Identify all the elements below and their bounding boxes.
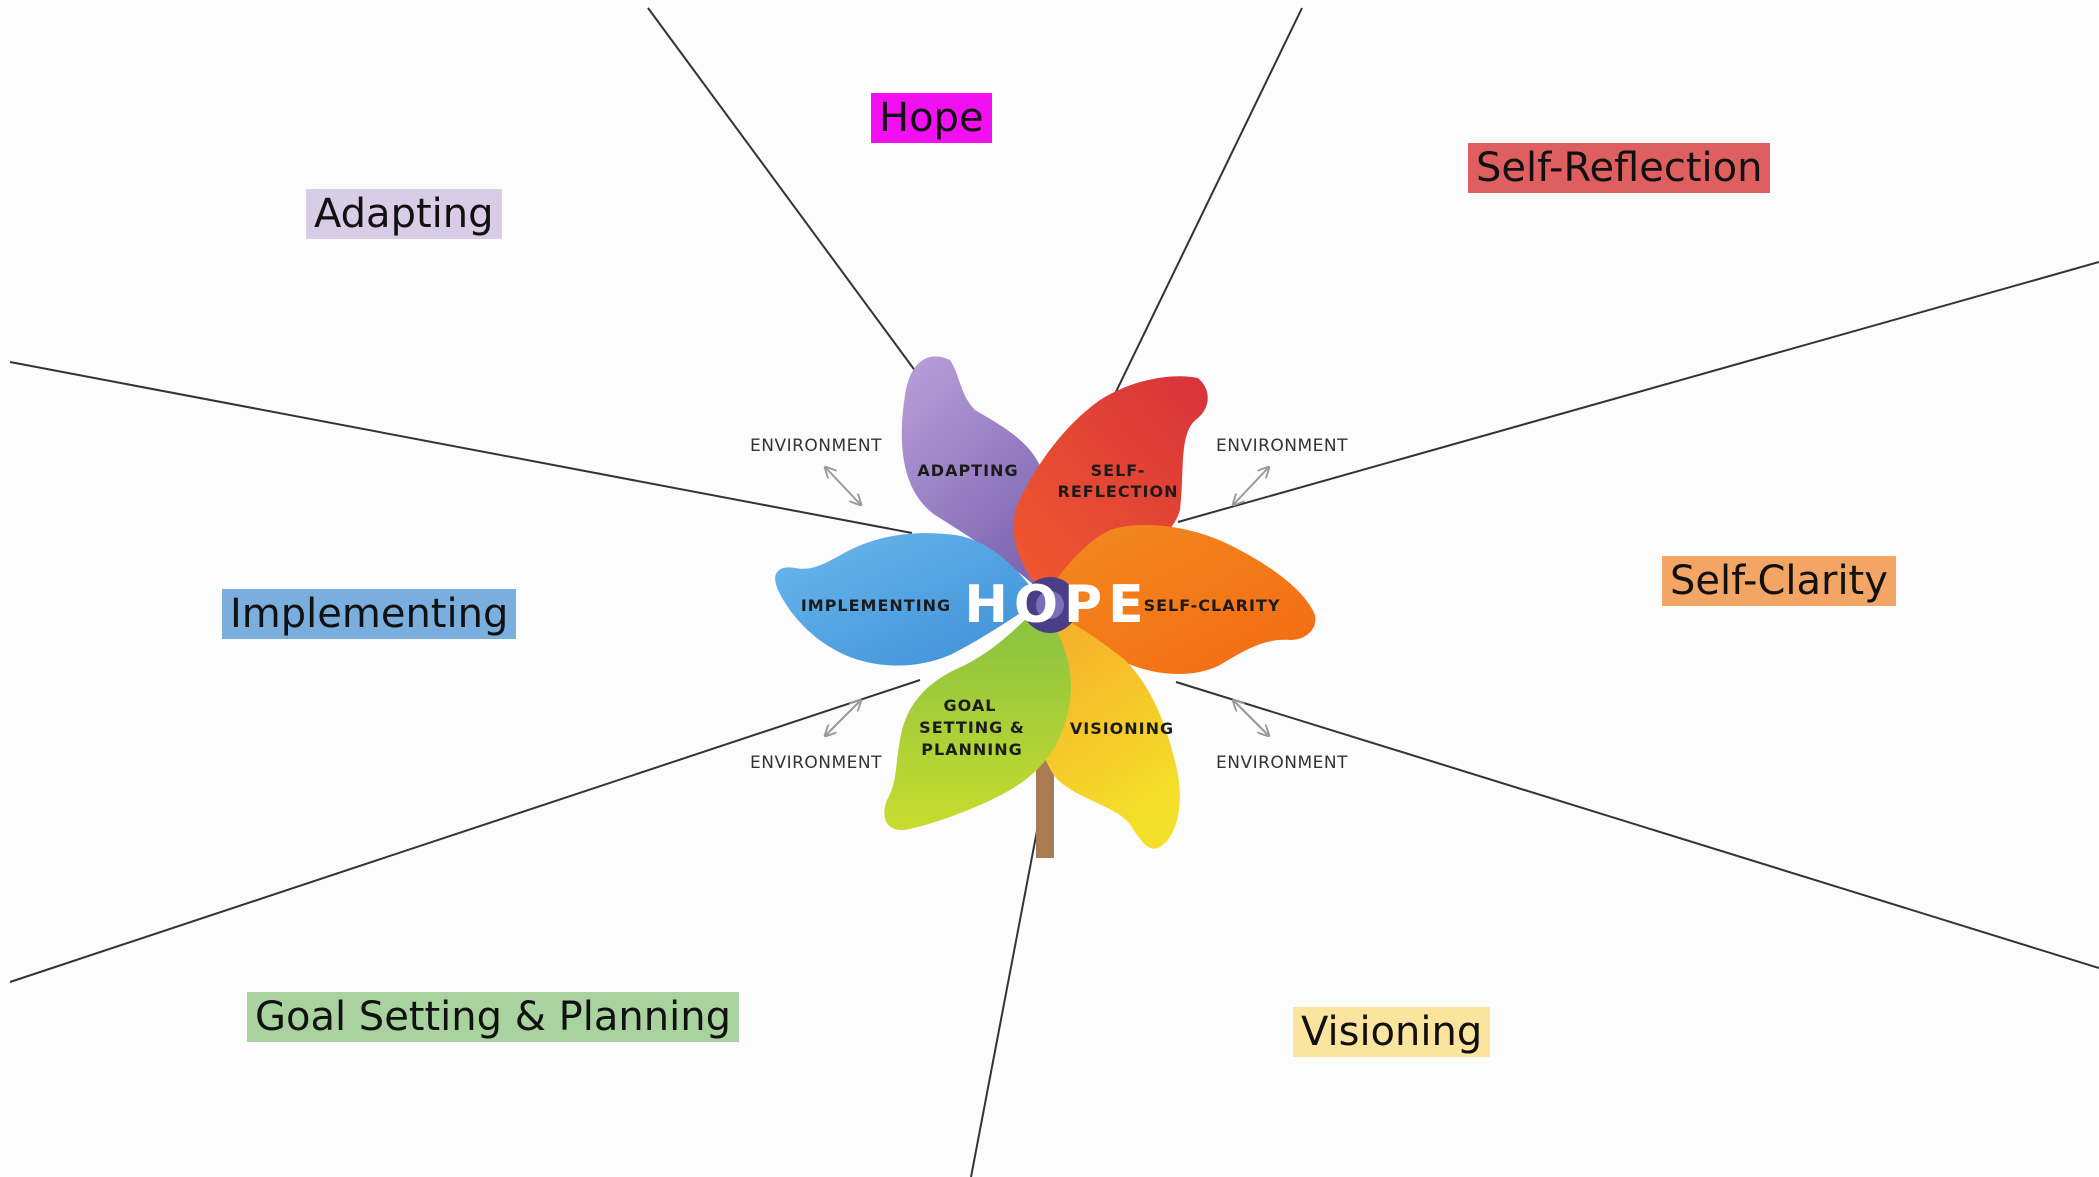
blade-self-clarity: [1040, 525, 1316, 675]
pinwheel-hub-inner: [1036, 591, 1064, 619]
label-implementing: Implementing: [222, 589, 517, 639]
divider-line-left-lower: [9, 679, 921, 983]
blade-label-adapting: ADAPTING: [917, 461, 1018, 480]
blade-labels: ADAPTING SELF- REFLECTION IMPLEMENTING S…: [801, 461, 1281, 759]
divider-line-left-upper: [9, 361, 913, 534]
blade-label-goal-2: SETTING &: [919, 718, 1025, 737]
blade-label-goal-3: PLANNING: [921, 740, 1023, 759]
pinwheel-stick: [1036, 740, 1054, 858]
environment-arrows: [826, 468, 1268, 735]
blade-label-self-reflection-1: SELF-: [1091, 461, 1146, 480]
divider-line-top-right: [1111, 7, 1303, 401]
blade-implementing: [775, 533, 1040, 666]
blade-label-implementing: IMPLEMENTING: [801, 596, 951, 615]
environment-labels: ENVIRONMENT ENVIRONMENT ENVIRONMENT ENVI…: [750, 436, 1348, 773]
center-label: HOPE: [964, 575, 1149, 635]
environment-label-bottom-left: ENVIRONMENT: [750, 753, 882, 773]
blade-visioning: [1034, 605, 1180, 849]
blade-adapting: [901, 356, 1049, 590]
label-hope: Hope: [871, 93, 992, 143]
divider-line-bottom: [970, 814, 1041, 1177]
label-self-reflection: Self-Reflection: [1468, 143, 1771, 193]
label-goal-setting-planning: Goal Setting & Planning: [247, 992, 739, 1042]
blade-label-visioning: VISIONING: [1070, 719, 1174, 738]
divider-line-right-lower: [1175, 681, 2099, 969]
divider-line-top-left: [647, 7, 917, 373]
divider-lines: [9, 7, 2099, 1177]
blade-label-self-reflection-2: REFLECTION: [1058, 482, 1179, 501]
blade-goal-setting: [884, 605, 1071, 831]
double-arrow-icon: [1234, 468, 1268, 504]
double-arrow-icon: [826, 701, 860, 735]
blade-label-goal-1: GOAL: [944, 696, 997, 715]
label-self-clarity: Self-Clarity: [1662, 556, 1896, 606]
label-adapting: Adapting: [306, 189, 502, 239]
double-arrow-icon: [1234, 701, 1268, 735]
divider-line-right-upper: [1177, 261, 2099, 523]
environment-label-top-left: ENVIRONMENT: [750, 436, 882, 456]
environment-label-top-right: ENVIRONMENT: [1216, 436, 1348, 456]
blade-label-self-clarity: SELF-CLARITY: [1144, 596, 1281, 615]
double-arrow-icon: [826, 468, 860, 504]
pinwheel: [775, 356, 1316, 849]
label-visioning: Visioning: [1293, 1007, 1491, 1057]
environment-label-bottom-right: ENVIRONMENT: [1216, 753, 1348, 773]
